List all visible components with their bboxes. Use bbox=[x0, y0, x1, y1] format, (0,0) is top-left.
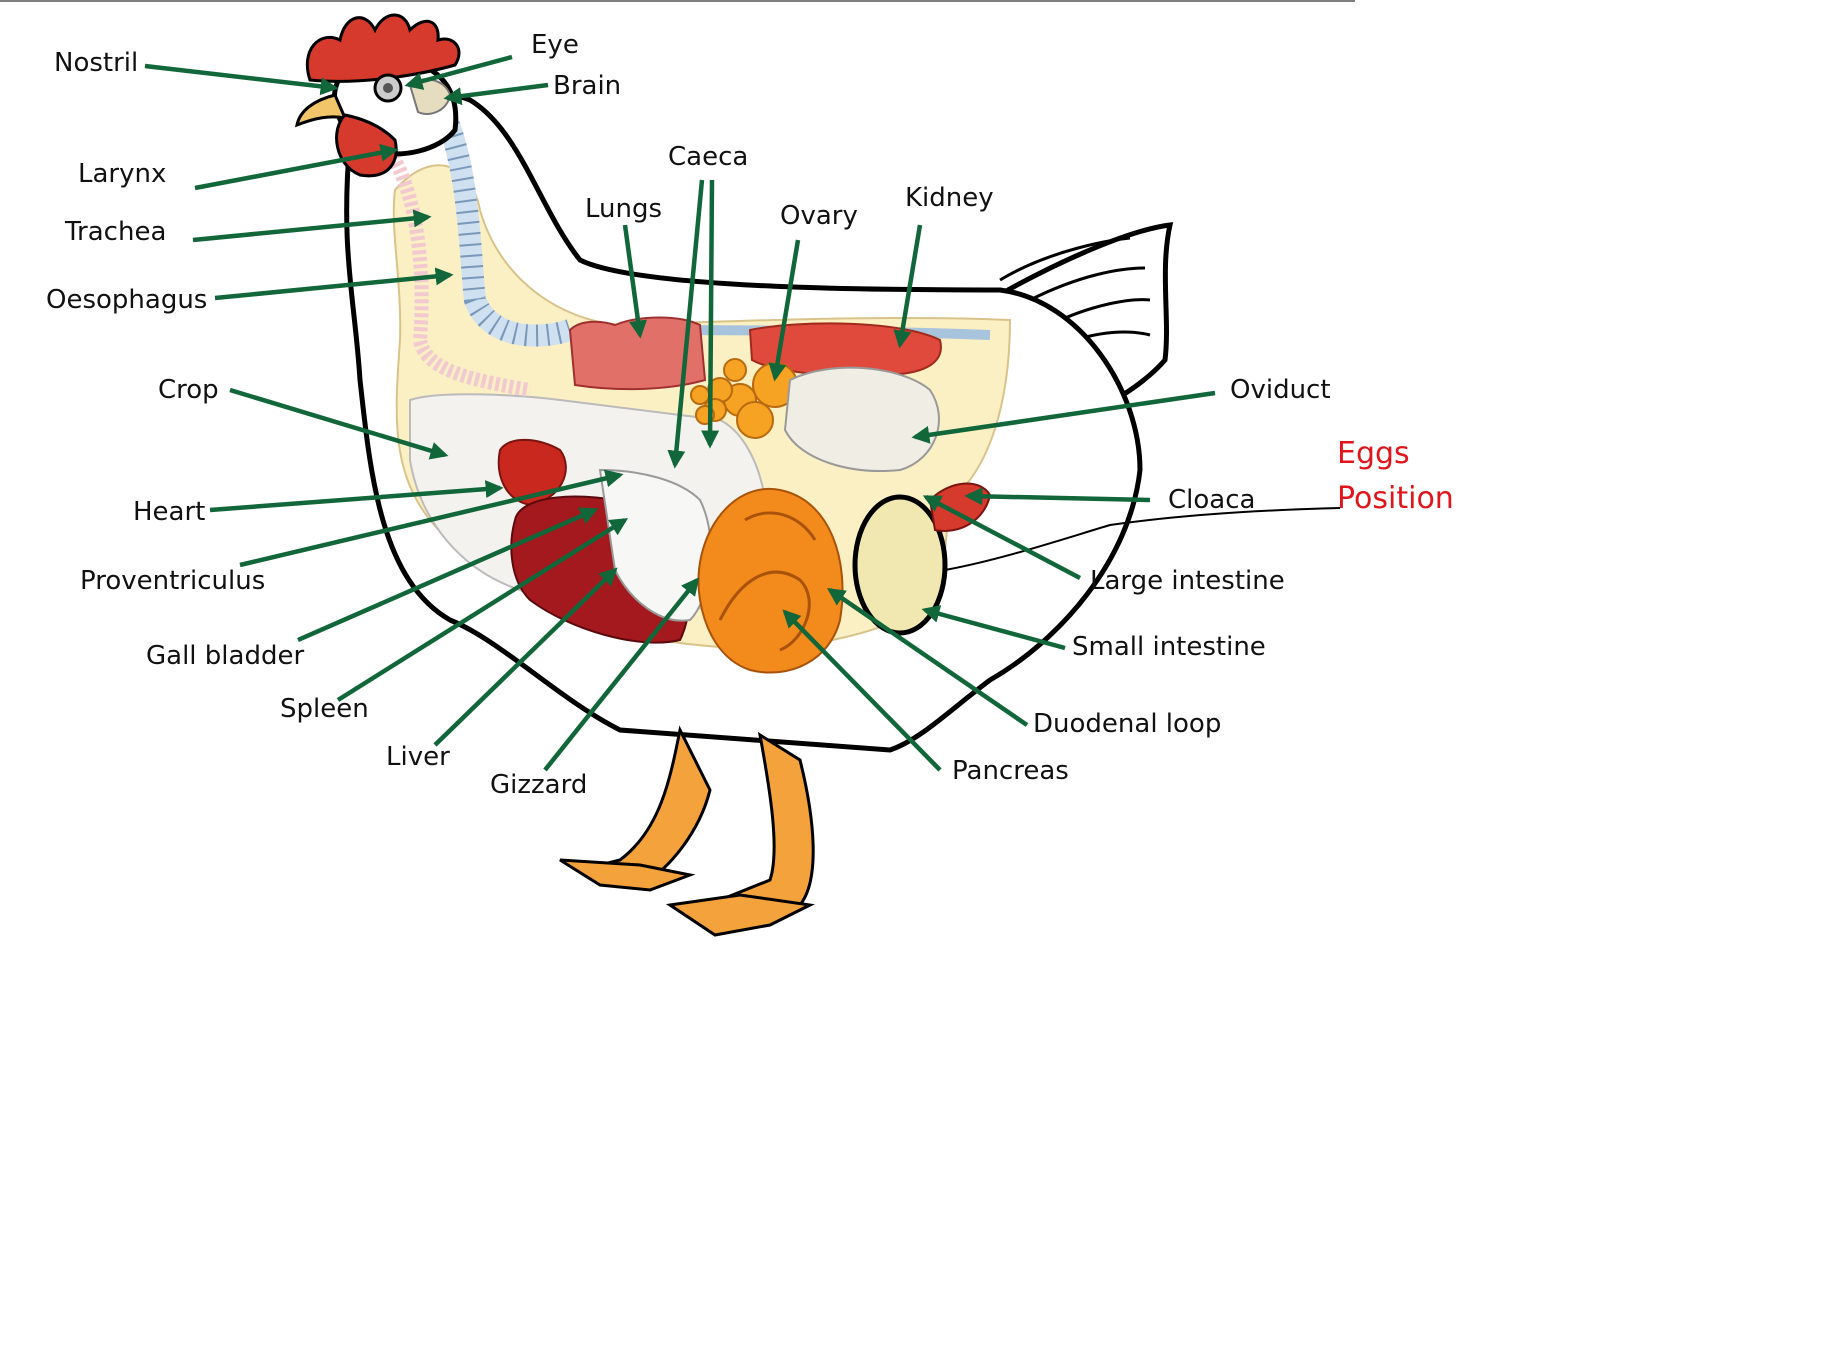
egg-graphic bbox=[852, 494, 948, 636]
label-larynx: Larynx bbox=[78, 159, 166, 189]
label-liver: Liver bbox=[386, 742, 450, 772]
heart-graphic bbox=[497, 438, 567, 507]
label-small-intestine: Small intestine bbox=[1072, 632, 1266, 662]
label-cloaca: Cloaca bbox=[1168, 485, 1255, 515]
arrow-cloaca bbox=[964, 487, 1151, 506]
arrow-caeca-2 bbox=[701, 179, 720, 449]
arrow-duodenal-loop bbox=[827, 587, 1029, 727]
spine bbox=[430, 99, 574, 347]
arrow-larynx bbox=[194, 143, 399, 191]
label-large-intestine: Large intestine bbox=[1090, 566, 1285, 596]
arrow-large-intestine bbox=[922, 495, 1082, 580]
arrow-caeca-1 bbox=[667, 179, 705, 469]
label-brain: Brain bbox=[553, 71, 621, 101]
intestine-coils bbox=[718, 511, 817, 652]
arrow-ovary bbox=[768, 239, 801, 382]
arrow-brain bbox=[443, 82, 549, 106]
chicken-illustration bbox=[294, 13, 1341, 937]
label-oesophagus: Oesophagus bbox=[46, 285, 207, 315]
label-nostril: Nostril bbox=[54, 48, 138, 78]
left-foot bbox=[559, 858, 696, 892]
arrow-spleen bbox=[336, 518, 629, 702]
lungs-graphic bbox=[568, 316, 707, 391]
label-lungs: Lungs bbox=[585, 194, 662, 224]
arrow-eye bbox=[404, 54, 513, 90]
arrow-small-intestine bbox=[921, 605, 1066, 651]
tail-feather-lines bbox=[999, 236, 1151, 347]
arrow-nostril bbox=[144, 63, 339, 96]
arrow-oviduct bbox=[911, 390, 1216, 444]
label-eye: Eye bbox=[531, 30, 579, 60]
label-heart: Heart bbox=[133, 497, 205, 527]
annotation-eggs: Eggs bbox=[1337, 436, 1410, 471]
oviduct-graphic bbox=[783, 366, 940, 472]
label-pancreas: Pancreas bbox=[952, 756, 1069, 786]
arrow-oesophagus bbox=[214, 267, 454, 301]
arrow-lungs bbox=[622, 224, 647, 339]
label-gall-bladder: Gall bladder bbox=[146, 641, 304, 671]
label-ovary: Ovary bbox=[780, 201, 858, 231]
right-foot bbox=[665, 893, 815, 937]
annotation-position: Position bbox=[1337, 481, 1454, 516]
label-trachea: Trachea bbox=[64, 217, 166, 247]
label-oviduct: Oviduct bbox=[1230, 375, 1331, 405]
eye-pupil bbox=[383, 83, 393, 93]
arrow-gall-bladder bbox=[297, 507, 599, 643]
arrow-proventriculus bbox=[239, 469, 624, 568]
arrow-liver bbox=[433, 567, 618, 747]
label-crop: Crop bbox=[158, 375, 219, 405]
arrow-trachea bbox=[192, 209, 432, 243]
label-gizzard: Gizzard bbox=[490, 770, 587, 800]
arrow-pancreas bbox=[782, 609, 942, 772]
arrow-kidney bbox=[893, 224, 923, 349]
arrow-heart bbox=[209, 480, 504, 513]
label-kidney: Kidney bbox=[905, 183, 994, 213]
label-caeca: Caeca bbox=[668, 142, 748, 172]
label-spleen: Spleen bbox=[280, 694, 369, 724]
beak bbox=[294, 93, 348, 128]
labels: Nostril Eye Brain Larynx Trachea Oesopha… bbox=[46, 30, 1454, 800]
right-leg bbox=[715, 731, 815, 912]
comb bbox=[305, 13, 461, 83]
arrow-crop bbox=[229, 387, 449, 460]
trachea bbox=[379, 140, 532, 397]
label-duodenal-loop: Duodenal loop bbox=[1033, 709, 1221, 739]
label-arrows bbox=[144, 54, 1216, 772]
arrow-gizzard bbox=[543, 577, 700, 772]
label-proventriculus: Proventriculus bbox=[80, 566, 265, 596]
intestines-graphic bbox=[697, 487, 844, 674]
egg-annotation-line bbox=[944, 507, 1341, 571]
